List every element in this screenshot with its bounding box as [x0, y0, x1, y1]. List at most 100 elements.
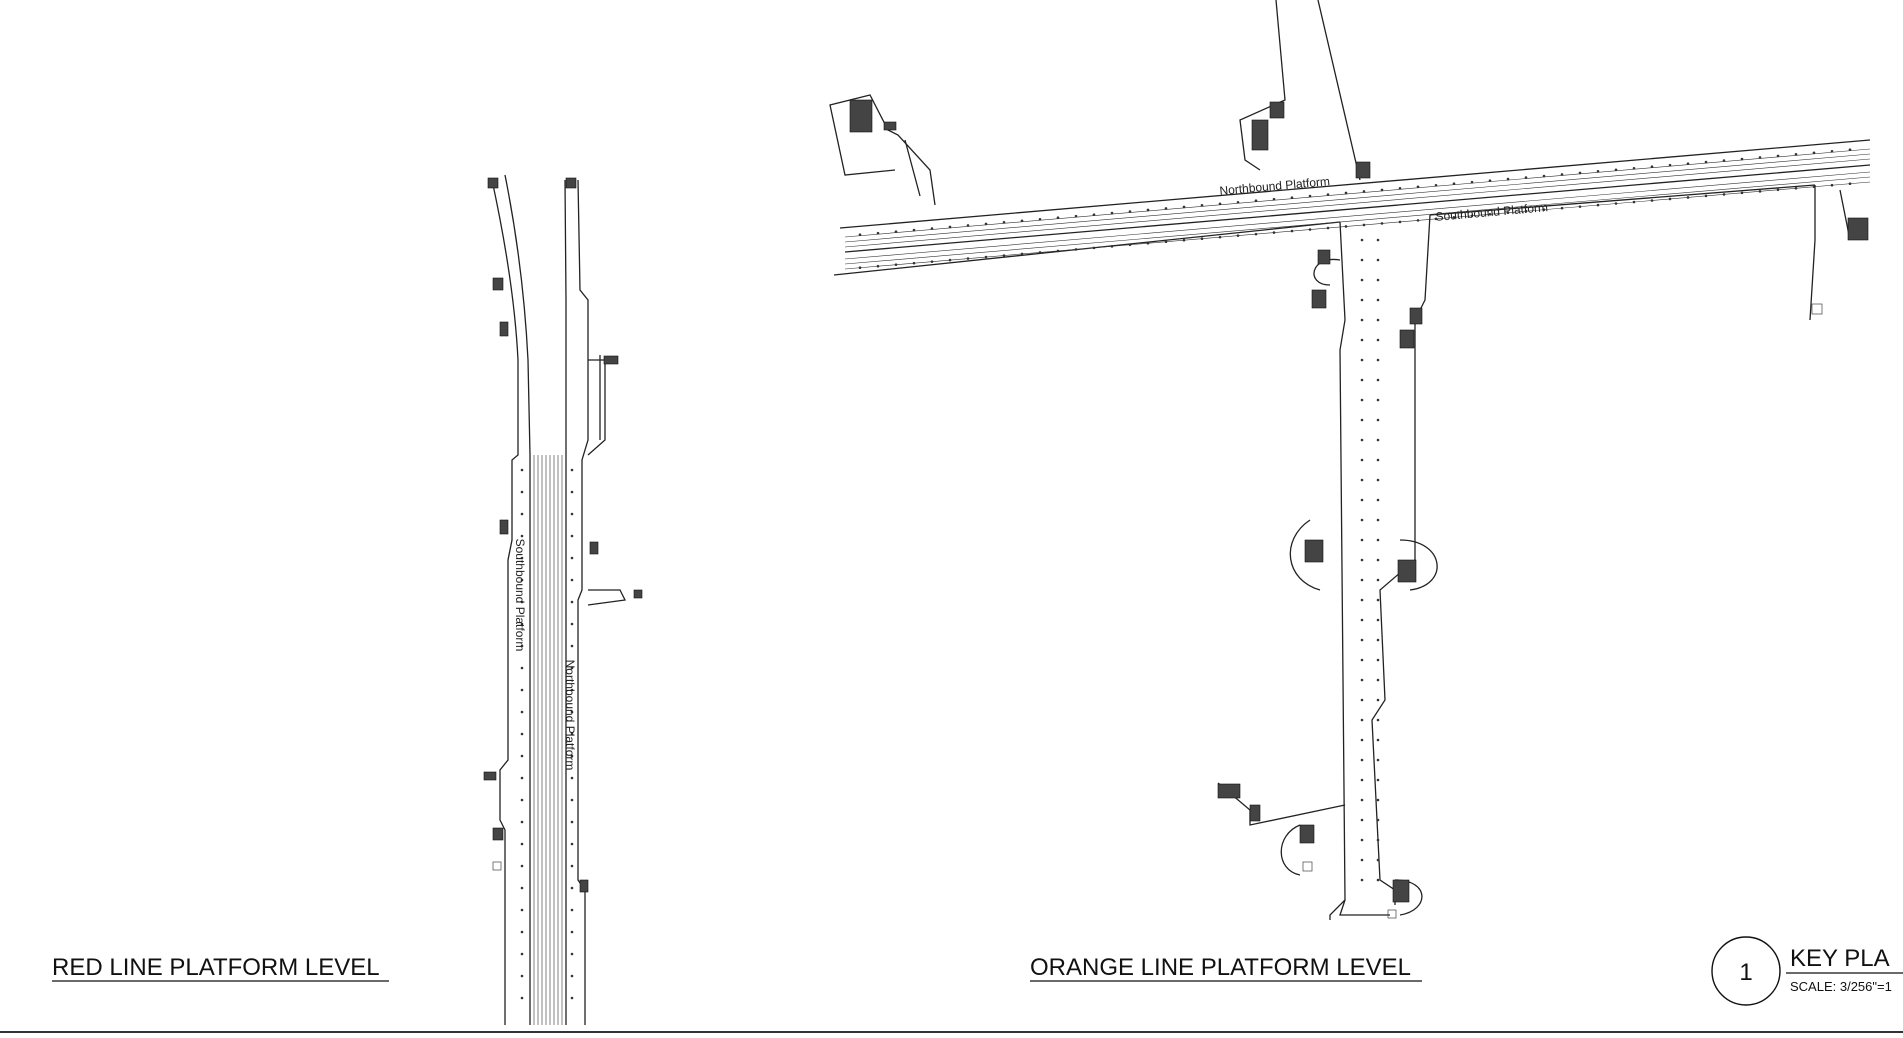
column-dot — [520, 578, 524, 582]
column-dot — [1470, 214, 1474, 218]
stair-icon — [1392, 879, 1410, 903]
column-dot — [858, 266, 862, 270]
column-dot — [1038, 251, 1042, 254]
column-dot — [520, 908, 524, 912]
column-dot — [520, 644, 524, 648]
stair-icon — [492, 827, 504, 841]
column-dot — [1002, 221, 1006, 224]
column-dot — [1776, 154, 1780, 158]
column-dot — [1308, 194, 1312, 198]
column-dot — [570, 468, 574, 472]
column-dot — [520, 732, 524, 736]
column-dot — [1596, 203, 1600, 207]
column-dot — [1398, 220, 1402, 224]
column-dot — [1650, 165, 1654, 169]
column-dot — [1360, 558, 1364, 562]
column-dot — [1360, 638, 1364, 642]
column-dot — [1812, 151, 1816, 155]
column-dot — [1376, 878, 1380, 882]
column-dot — [1794, 186, 1798, 190]
column-dot — [1560, 206, 1564, 210]
column-dot — [1686, 196, 1690, 199]
column-dot — [1452, 216, 1456, 219]
red-line-title: RED LINE PLATFORM LEVEL — [52, 954, 380, 981]
column-dot — [1236, 200, 1240, 204]
column-dot — [1560, 173, 1564, 176]
column-dot — [570, 908, 574, 912]
column-dot — [1376, 698, 1380, 702]
column-dot — [1092, 246, 1096, 250]
column-dot — [1848, 148, 1852, 152]
column-dot — [966, 257, 970, 260]
column-dot — [570, 578, 574, 582]
key-plan-title: KEY PLA — [1790, 945, 1890, 972]
column-dot — [520, 622, 524, 626]
column-dot — [1360, 818, 1364, 822]
column-dot — [570, 710, 574, 714]
column-dot — [1380, 188, 1384, 192]
stair-icon — [589, 541, 599, 555]
column-dot — [1686, 162, 1690, 165]
column-dot — [520, 490, 524, 494]
column-dot — [1360, 678, 1364, 682]
column-dot — [570, 644, 574, 648]
column-dot — [1376, 858, 1380, 862]
stair-icon — [487, 177, 499, 189]
column-dot — [1650, 199, 1654, 202]
column-dot — [1452, 182, 1456, 186]
column-dot — [858, 233, 862, 237]
red-line-platform-plan: Southbound Platform Northbound Platform — [483, 174, 643, 1025]
column-dot — [1360, 618, 1364, 622]
column-dot — [520, 930, 524, 934]
column-dot — [1218, 235, 1222, 239]
column-dot — [1200, 237, 1204, 240]
column-dot — [1236, 234, 1240, 237]
column-dot — [1360, 418, 1364, 422]
column-dot — [1758, 156, 1762, 159]
stair-icon — [1317, 249, 1331, 265]
stair-icon — [633, 589, 643, 599]
column-dot — [1360, 718, 1364, 722]
column-dot — [1524, 209, 1528, 213]
column-dot — [1326, 193, 1330, 196]
stair-icon — [579, 879, 589, 893]
stair-icon — [565, 177, 577, 189]
column-dot — [1578, 171, 1582, 175]
column-dot — [1376, 338, 1380, 342]
column-dot — [1360, 658, 1364, 662]
column-dot — [1376, 398, 1380, 402]
column-dot — [1758, 190, 1762, 193]
column-dot — [570, 864, 574, 868]
column-dot — [1376, 258, 1380, 262]
column-dot — [520, 534, 524, 538]
stair-icon — [1217, 783, 1241, 799]
column-dot — [1704, 194, 1708, 198]
column-dot — [520, 556, 524, 560]
stair-icon — [1269, 101, 1285, 119]
column-dot — [1128, 243, 1132, 247]
column-dot — [1376, 318, 1380, 322]
column-dot — [1632, 166, 1636, 170]
column-dot — [1376, 738, 1380, 742]
column-dot — [1542, 208, 1546, 211]
column-dot — [1290, 196, 1294, 199]
column-dot — [1360, 498, 1364, 502]
column-dot — [1376, 558, 1380, 562]
column-dot — [1376, 478, 1380, 482]
column-dot — [1848, 182, 1852, 185]
column-dot — [984, 222, 988, 226]
column-dot — [1434, 183, 1438, 187]
column-dot — [1614, 202, 1618, 205]
column-dot — [1290, 229, 1294, 233]
column-dot — [1110, 245, 1114, 248]
stair-icon — [483, 771, 497, 781]
column-dot — [1376, 438, 1380, 442]
stair-icon — [1304, 539, 1324, 563]
column-dot — [570, 776, 574, 780]
column-dot — [1776, 188, 1780, 192]
column-dot — [1344, 225, 1348, 228]
column-dot — [570, 930, 574, 934]
column-dot — [1360, 878, 1364, 882]
column-dot — [570, 820, 574, 824]
column-dot — [1722, 193, 1726, 196]
